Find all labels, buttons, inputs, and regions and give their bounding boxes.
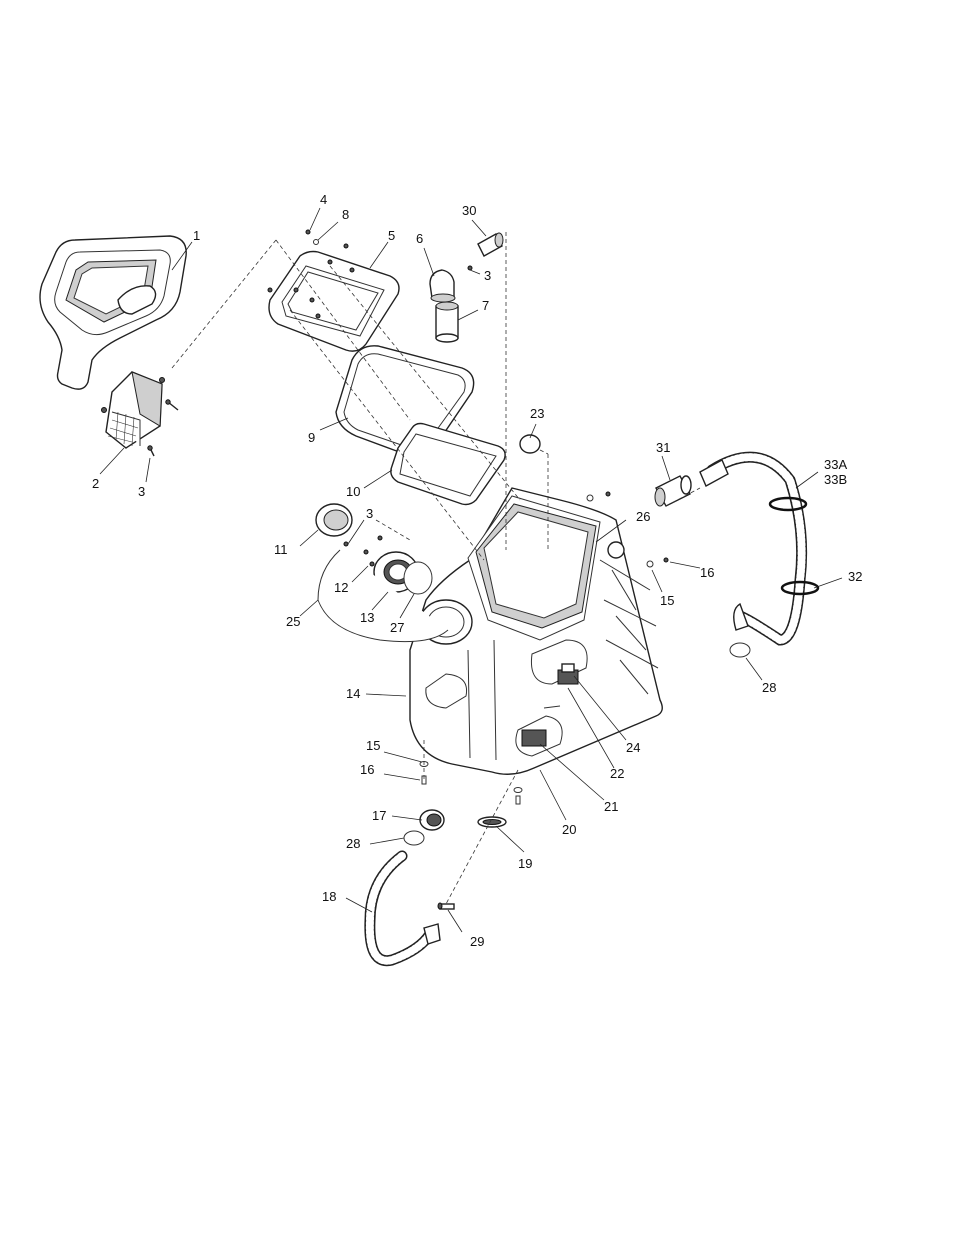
part-screws-flange <box>343 535 383 567</box>
callout-28: 28 <box>762 680 776 695</box>
part-hose-right <box>699 451 808 646</box>
part-cap <box>315 503 353 537</box>
part-o-ring-right <box>729 642 751 658</box>
callout-2: 2 <box>92 476 99 491</box>
callout-3: 3 <box>138 484 145 499</box>
part-gasket-lower <box>477 816 507 828</box>
screw-elbow <box>467 265 473 271</box>
callout-25: 25 <box>286 614 300 629</box>
callout-3: 3 <box>366 506 373 521</box>
callout-14: 14 <box>346 686 360 701</box>
callout-11: 11 <box>274 542 288 557</box>
callout-4: 4 <box>320 192 327 207</box>
part-screws-side <box>586 491 669 568</box>
part-o-ring-lower <box>403 830 425 846</box>
part-seal <box>390 422 506 506</box>
callout-3: 3 <box>484 268 491 283</box>
callout-33b: 33B <box>824 472 847 487</box>
callout-29: 29 <box>470 934 484 949</box>
part-connector <box>477 232 504 257</box>
callout-18: 18 <box>322 889 336 904</box>
callout-13: 13 <box>360 610 374 625</box>
callout-23: 23 <box>530 406 544 421</box>
callout-27: 27 <box>390 620 404 635</box>
callout-10: 10 <box>346 484 360 499</box>
part-plug <box>519 434 541 454</box>
part-valve-lower <box>521 705 561 747</box>
callout-21: 21 <box>604 799 618 814</box>
callout-16: 16 <box>360 762 374 777</box>
callout-labels: 1 2 3 3 3 4 5 6 7 8 9 10 11 12 13 14 15 … <box>92 192 862 949</box>
part-screws-frame <box>267 229 349 303</box>
callout-17: 17 <box>372 808 386 823</box>
callout-28: 28 <box>346 836 360 851</box>
callout-5: 5 <box>388 228 395 243</box>
callout-9: 9 <box>308 430 315 445</box>
part-filter-basket <box>101 371 165 449</box>
part-screws-basket <box>147 399 179 457</box>
callout-7: 7 <box>482 298 489 313</box>
part-hose-lower <box>364 850 441 967</box>
callout-8: 8 <box>342 207 349 222</box>
callout-15: 15 <box>366 738 380 753</box>
part-cable <box>317 549 449 643</box>
callout-12: 12 <box>334 580 348 595</box>
assembly-lines <box>171 232 701 905</box>
part-pin <box>437 902 455 910</box>
part-valve-upper <box>557 663 579 685</box>
callout-22: 22 <box>610 766 624 781</box>
callout-31: 31 <box>656 440 670 455</box>
callout-19: 19 <box>518 856 532 871</box>
callout-20: 20 <box>562 822 576 837</box>
callout-30: 30 <box>462 203 476 218</box>
part-clamp-upper <box>768 496 808 512</box>
part-fitting <box>419 809 445 831</box>
callout-26: 26 <box>636 509 650 524</box>
part-o-ring <box>403 561 433 595</box>
callout-1: 1 <box>193 228 200 243</box>
callout-32: 32 <box>848 569 862 584</box>
part-elbow <box>429 269 456 303</box>
part-tube <box>435 301 459 343</box>
part-frame <box>268 250 400 352</box>
callout-15: 15 <box>660 593 674 608</box>
callout-16: 16 <box>700 565 714 580</box>
callout-24: 24 <box>626 740 640 755</box>
part-coupling <box>654 475 692 507</box>
callout-6: 6 <box>416 231 423 246</box>
leader-lines <box>99 207 843 933</box>
part-lid-cover <box>39 235 187 390</box>
part-clamp-lower <box>780 580 820 596</box>
callout-33a: 33A <box>824 457 847 472</box>
